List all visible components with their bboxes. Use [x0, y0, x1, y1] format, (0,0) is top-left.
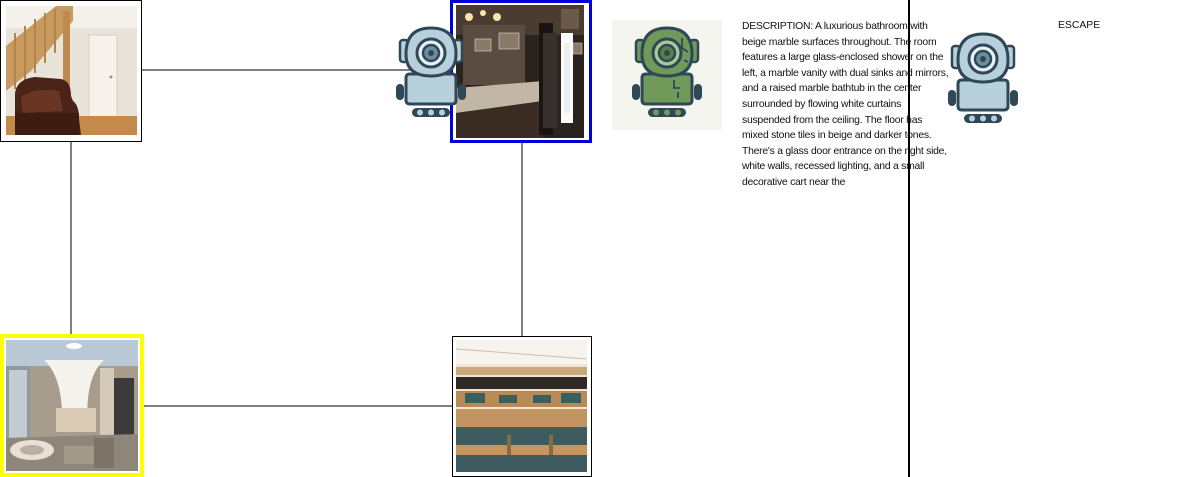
escape-button[interactable]: ESCAPE [1058, 20, 1101, 31]
edge-left [70, 141, 72, 337]
room-node-living-room[interactable] [0, 0, 142, 142]
escape-robot-icon [946, 32, 1020, 124]
room-description: DESCRIPTION: A luxurious bathroom with b… [742, 21, 949, 188]
panel-divider [908, 0, 910, 477]
room-node-marble-bathroom[interactable] [0, 334, 144, 477]
marble-bathroom-image [6, 340, 138, 471]
living-room-image [6, 6, 137, 135]
green-robot-icon [630, 26, 704, 118]
study-hall-image [455, 340, 588, 472]
edge-bottom [141, 405, 453, 407]
edge-right [521, 141, 523, 337]
room-node-study-hall[interactable] [452, 336, 592, 477]
edge-top [141, 69, 453, 71]
bathroom-vanity-image [456, 5, 584, 138]
robot-icon [394, 26, 468, 118]
room-node-bathroom-vanity[interactable] [450, 0, 592, 143]
